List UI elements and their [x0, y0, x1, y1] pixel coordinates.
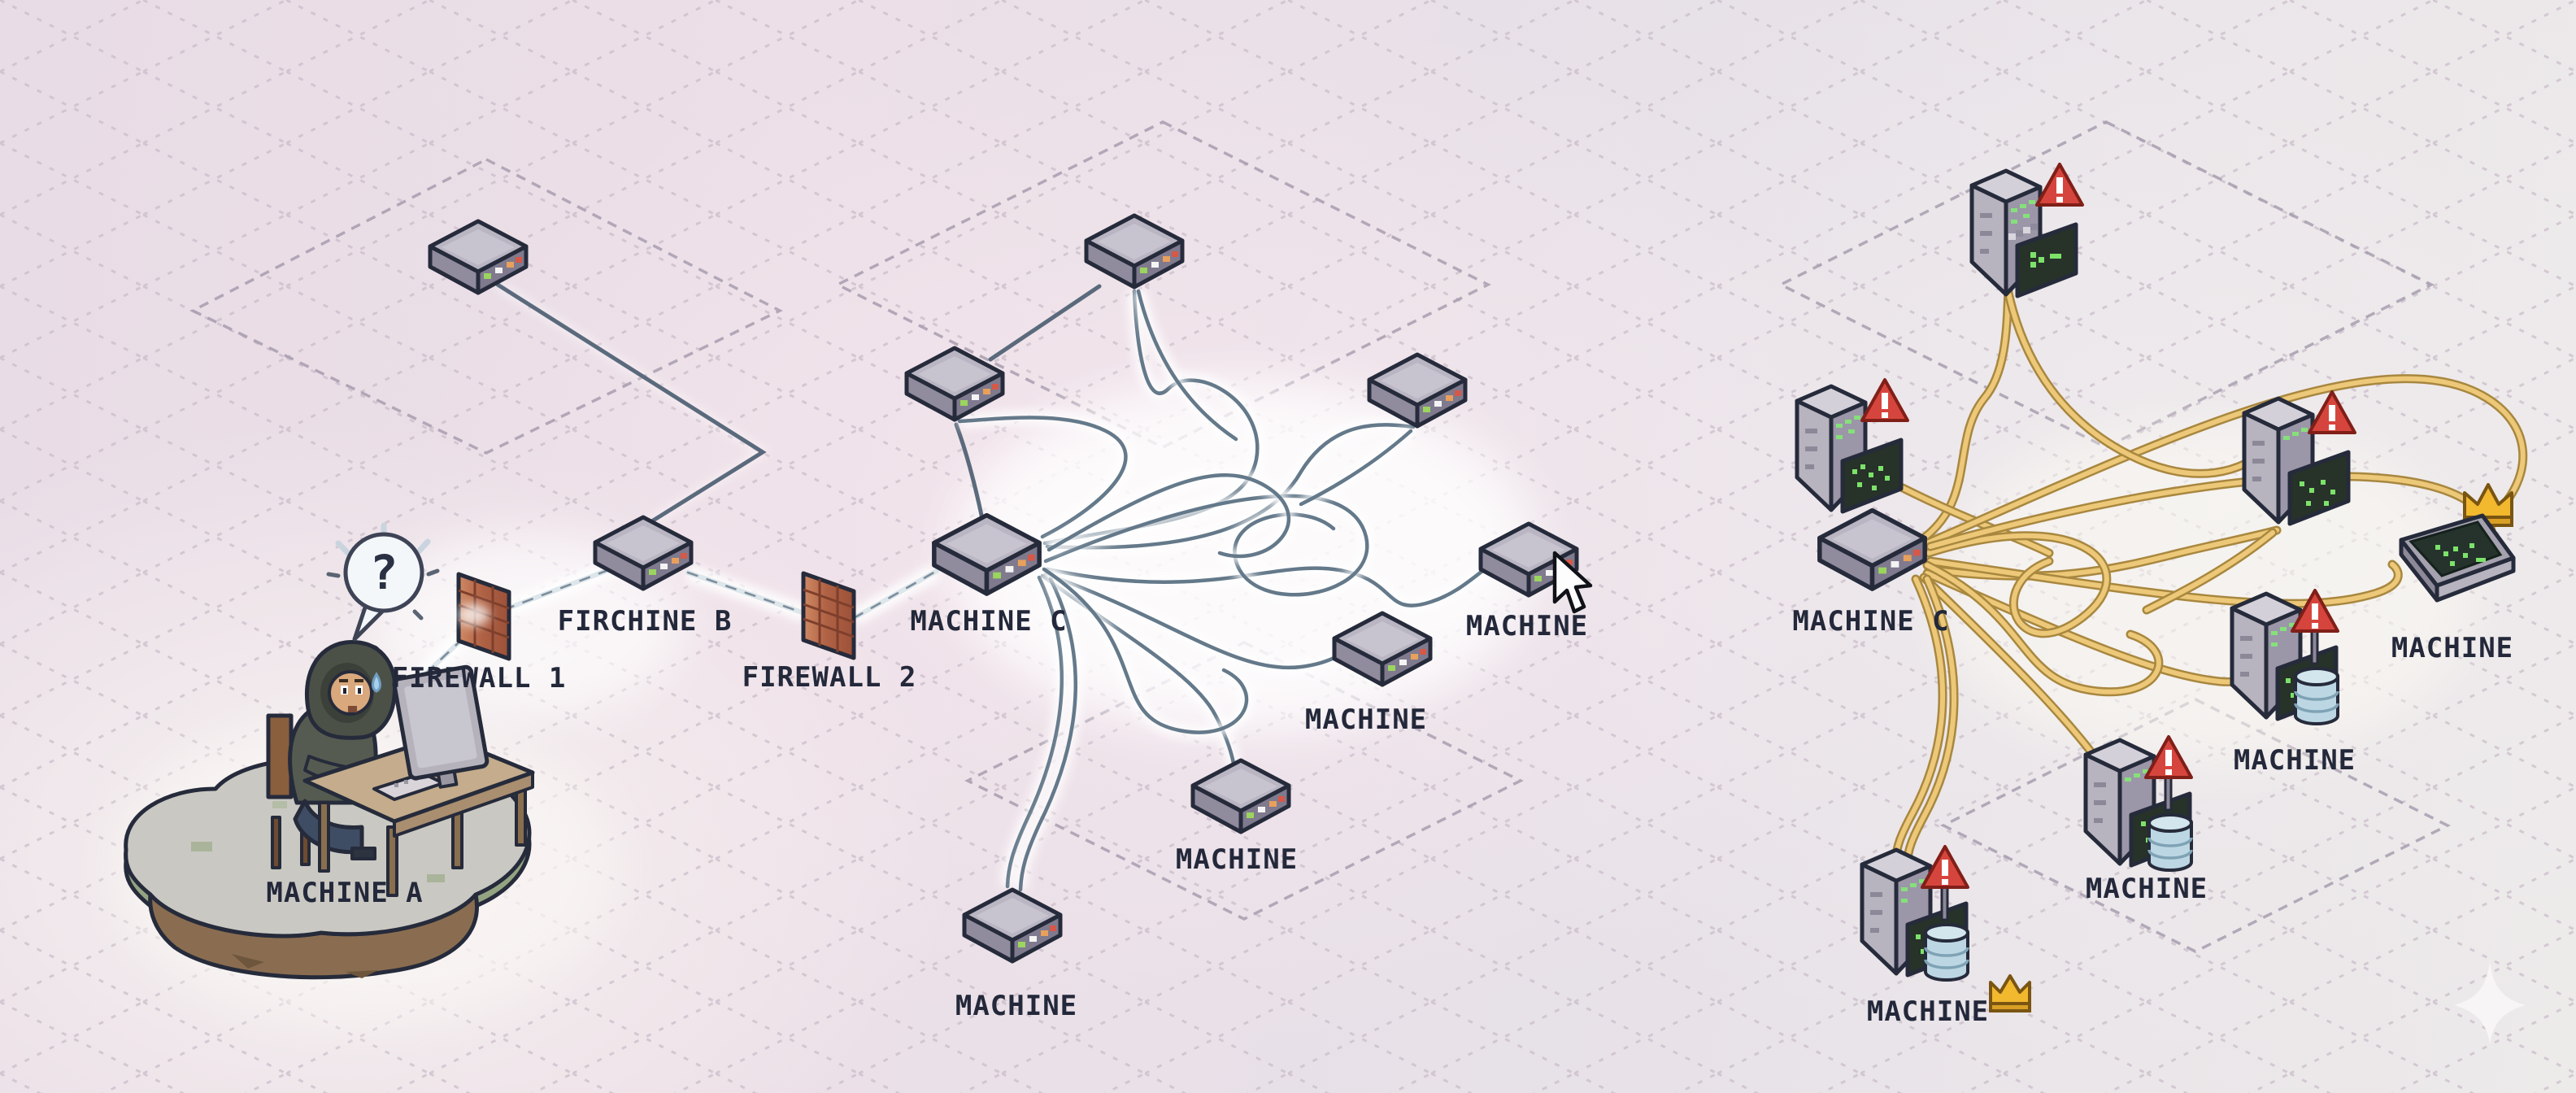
server-right-right[interactable]: [2212, 382, 2366, 537]
monitor: [392, 664, 490, 789]
chair: [266, 713, 311, 869]
router-left-top[interactable]: [425, 216, 531, 301]
warning-icon: [2035, 163, 2084, 207]
label-machine-middle-lower: MACHINE: [1175, 843, 1299, 876]
machine-c-hub-middle[interactable]: [929, 510, 1045, 603]
warning-icon: [2291, 589, 2339, 633]
machine-a-island[interactable]: [102, 614, 565, 1004]
firewall-1[interactable]: [450, 568, 519, 667]
warning-icon: [2144, 735, 2193, 779]
router-middle-upper-left[interactable]: [902, 343, 1007, 428]
label-machine-c-right: MACHINE C: [1792, 605, 1950, 638]
machine-middle-lower[interactable]: [1188, 756, 1294, 840]
sweat-drop: [372, 672, 381, 693]
speech-bubble: ?: [324, 520, 446, 659]
label-machine-c-middle: MACHINE C: [910, 605, 1068, 638]
label-server-t2: MACHINE: [2085, 873, 2208, 905]
mouth: [348, 706, 357, 712]
server-t1[interactable]: [2200, 577, 2354, 740]
firewall-2[interactable]: [795, 567, 864, 666]
crown-icon-small: [1986, 973, 2034, 1015]
terminal-screen: [2015, 222, 2078, 298]
label-machine-a: MACHINE A: [266, 877, 424, 909]
crowned-terminal[interactable]: [2378, 480, 2533, 618]
sparkle-icon: [2449, 958, 2530, 1047]
plateau-outline-right-top: [1778, 120, 2435, 449]
label-server-t1: MACHINE: [2233, 744, 2356, 777]
server-t3[interactable]: [1830, 834, 1984, 996]
plateau-outline-right-bottom: [1940, 698, 2451, 953]
label-firewall-1: FIREWALL 1: [391, 662, 567, 695]
database-icon: [2147, 813, 2193, 872]
wire-left-backbone: [495, 281, 771, 526]
machine-middle-right[interactable]: [1476, 519, 1582, 603]
cursor-pointer-icon: [1551, 551, 1597, 618]
label-server-t3: MACHINE: [1866, 995, 1990, 1028]
warning-icon: [1921, 845, 1969, 889]
label-machine-middle-mid: MACHINE: [1304, 703, 1428, 736]
router-middle-top[interactable]: [1081, 211, 1187, 295]
label-machine-middle-bottom: MACHINE: [955, 990, 1078, 1022]
shoe: [350, 847, 376, 860]
warning-icon: [2308, 390, 2356, 434]
server-t2[interactable]: [2053, 724, 2208, 886]
machine-c-hub-right[interactable]: [1814, 505, 1930, 598]
question-mark: ?: [370, 545, 398, 600]
database-icon: [2294, 667, 2339, 725]
machine-middle-bottom[interactable]: [959, 885, 1065, 969]
label-firchine-b: FIRCHINE B: [557, 605, 733, 638]
label-crowned-terminal: MACHINE: [2391, 632, 2514, 664]
router-middle-upper-right[interactable]: [1364, 350, 1470, 434]
label-firewall-2: FIREWALL 2: [742, 661, 917, 694]
beam-firchineb-firewall2-machinec: [685, 564, 941, 625]
warning-icon: [1860, 378, 1909, 422]
machine-middle-mid[interactable]: [1329, 608, 1435, 693]
plateau-outline-left: [189, 158, 783, 455]
server-right-top[interactable]: [1939, 155, 2094, 309]
plateau-outline-middle-top: [834, 120, 1491, 449]
middle-static-links: [954, 284, 1102, 521]
machine-firchine-b[interactable]: [590, 512, 696, 597]
label-machine-middle-right: MACHINE: [1465, 610, 1589, 642]
led-strip: [484, 257, 522, 279]
database-icon: [1924, 923, 1969, 982]
server-right-left[interactable]: [1764, 370, 1919, 525]
